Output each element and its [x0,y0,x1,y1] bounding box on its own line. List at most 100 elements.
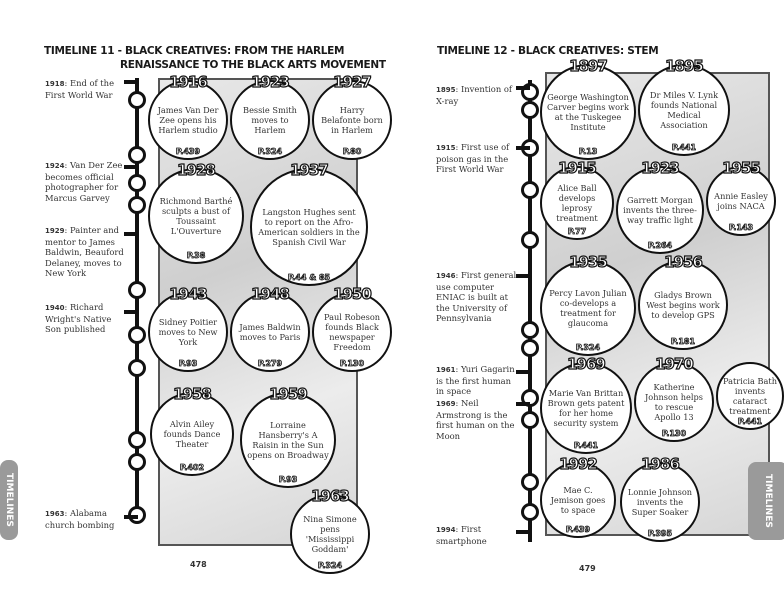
timelines-tab[interactable]: TIMELINES [0,460,18,540]
page-reference[interactable]: P.324 [257,147,283,157]
page-reference[interactable]: P.441 [573,441,599,451]
bubble-year: 1986 [641,455,681,473]
event-text: First use of poison gas in the First Wor… [436,142,510,174]
page-reference[interactable]: P.130 [661,429,687,439]
page-reference[interactable]: P.77 [567,227,587,237]
page-reference[interactable]: P.44 & 85 [287,273,331,283]
timeline-node [521,411,539,429]
bubble-year: 1969 [567,355,607,373]
page-reference[interactable]: P.143 [728,223,754,233]
timeline-node [521,321,539,339]
timeline-tick [124,515,138,519]
tab-label: TIMELINES [4,473,14,527]
bubble-year: 1970 [655,355,695,373]
event-text: First general use computer ENIAC is buil… [436,270,517,323]
bubble-year: 1956 [664,253,704,271]
event-year: 1895 [436,86,456,94]
event-bubble: Alice Ball develops leprosy treatment [540,166,614,240]
event-year: 1915 [436,144,456,152]
timeline-11-title: TIMELINE 11 - BLACK CREATIVES: FROM THE … [44,44,386,72]
title-line-2: RENAISSANCE TO THE BLACK ARTS MOVEMENT [120,59,386,71]
bubble-year: 1897 [569,57,609,75]
event-year: 1961 [436,366,456,374]
event-bubble: Bessie Smith moves to Harlem [230,80,310,160]
event-text: Richard Wright's Native Son published [45,302,112,334]
right-page: TIMELINE 12 - BLACK CREATIVES: STEM 1895… [392,0,784,600]
page-reference[interactable]: P.324 [575,343,601,353]
event-year: 1940 [45,304,65,312]
timeline-node [521,231,539,249]
page-reference[interactable]: P.439 [565,525,591,535]
timeline-tick [124,232,138,236]
bubble-year: 1958 [173,385,213,403]
event-bubble: Katherine Johnson helps to rescue Apollo… [634,362,714,442]
event-bubble: James Baldwin moves to Paris [230,292,310,372]
timeline-node [128,281,146,299]
timeline-node [128,91,146,109]
event-bubble: Dr Miles V. Lynk founds National Medical… [638,64,730,156]
page-reference[interactable]: P.402 [179,463,205,473]
timelines-tab[interactable]: TIMELINES [748,462,784,540]
page-reference[interactable]: P.441 [671,143,697,153]
event-bubble: Lorraine Hansberry's A Raisin in the Sun… [240,392,336,488]
event-bubble: Annie Easley joins NACA [706,166,776,236]
timeline-event: 1940: Richard Wright's Native Son publis… [45,302,112,334]
timeline-node [521,339,539,357]
timeline-tick [516,274,530,278]
bubble-year: 1935 [569,253,609,271]
tab-label: TIMELINES [763,474,773,528]
timeline-node [521,503,539,521]
bubble-year: 1959 [269,385,309,403]
page-reference[interactable]: P.93 [178,359,198,369]
event-bubble: Langston Hughes sent to report on the Af… [250,168,368,286]
page-reference[interactable]: P.324 [317,561,343,571]
timeline-event: 1994: First smartphone [436,524,487,546]
timeline-tick [124,165,138,169]
event-year: 1929 [45,227,65,235]
event-text: Painter and mentor to James Baldwin, Bea… [45,225,124,278]
timeline-tick [124,310,138,314]
page-reference[interactable]: P.181 [670,337,696,347]
bubble-year: 1915 [558,159,598,177]
timeline-node [128,326,146,344]
timeline-event: 1918: End of the First World War [45,78,115,100]
page-reference[interactable]: P.38 [186,251,206,261]
event-year: 1918 [45,80,65,88]
timeline-event: 1924: Van Der Zee becomes official photo… [45,160,123,203]
event-year: 1969 [436,400,456,408]
event-bubble: Percy Lavon Julian co-develops a treatme… [540,260,636,356]
page-reference[interactable]: P.439 [175,147,201,157]
left-page: TIMELINE 11 - BLACK CREATIVES: FROM THE … [0,44,392,574]
timeline-12-title: TIMELINE 12 - BLACK CREATIVES: STEM [437,45,659,57]
timeline-node [128,359,146,377]
page-reference[interactable]: P.441 [737,417,763,427]
bubble-year: 1948 [251,285,291,303]
page-reference[interactable]: P.279 [257,359,283,369]
timeline-tick [516,530,530,534]
event-bubble: Mae C. Jemison goes to space [540,462,616,538]
timeline-event: 1963: Alabama church bombing [45,508,115,530]
page-reference[interactable]: P.93 [278,475,298,485]
bubble-year: 1895 [665,57,705,75]
page-reference[interactable]: P.395 [647,529,673,539]
event-bubble: Paul Robeson founds Black newspaper Free… [312,292,392,372]
event-bubble: Sidney Poitier moves to New York [148,292,228,372]
event-year: 1946 [436,272,456,280]
timeline-event: 1929: Painter and mentor to James Baldwi… [45,225,124,278]
timeline-node [128,453,146,471]
page-reference[interactable]: P.13 [578,147,598,157]
event-bubble: Garrett Morgan invents the three-way tra… [616,166,704,254]
bubble-year: 1963 [311,487,351,505]
timeline-tick [516,370,530,374]
bubble-year: 1923 [641,159,681,177]
event-bubble: Marie Van Brittan Brown gets patent for … [540,362,632,454]
bubble-year: 1937 [290,161,330,179]
event-year: 1924 [45,162,65,170]
event-bubble: Richmond Barthé sculpts a bust of Toussa… [148,168,244,264]
page-reference[interactable]: P.80 [342,147,362,157]
page-reference[interactable]: P.264 [647,241,673,251]
timeline-event: 1915: First use of poison gas in the Fir… [436,142,510,174]
timeline-axis [135,78,139,520]
event-bubble: Gladys Brown West begins work to develop… [638,260,728,350]
page-reference[interactable]: P.130 [339,359,365,369]
